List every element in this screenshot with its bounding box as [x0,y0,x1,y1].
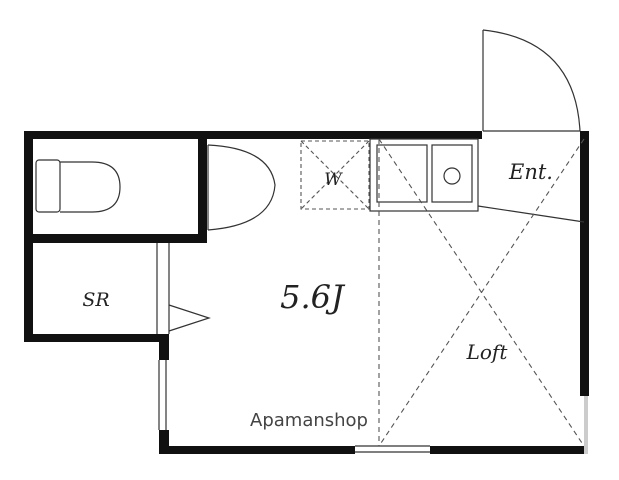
room-size-label: 5.6J [280,278,346,316]
toilet [35,159,121,213]
interior-lines [156,138,585,453]
loft-label: Loft [466,340,509,364]
storage-label: SR [82,289,109,311]
watermark-text: Apamanshop [250,410,368,431]
walls [24,131,589,454]
entrance-door [482,29,581,132]
storage-door [168,304,211,332]
washer-label: W [324,170,343,190]
toilet-door [207,144,276,231]
sink-icon [443,167,461,185]
loft-outline [378,138,585,447]
washer-area [300,140,370,210]
entrance-label: Ent. [508,160,553,184]
